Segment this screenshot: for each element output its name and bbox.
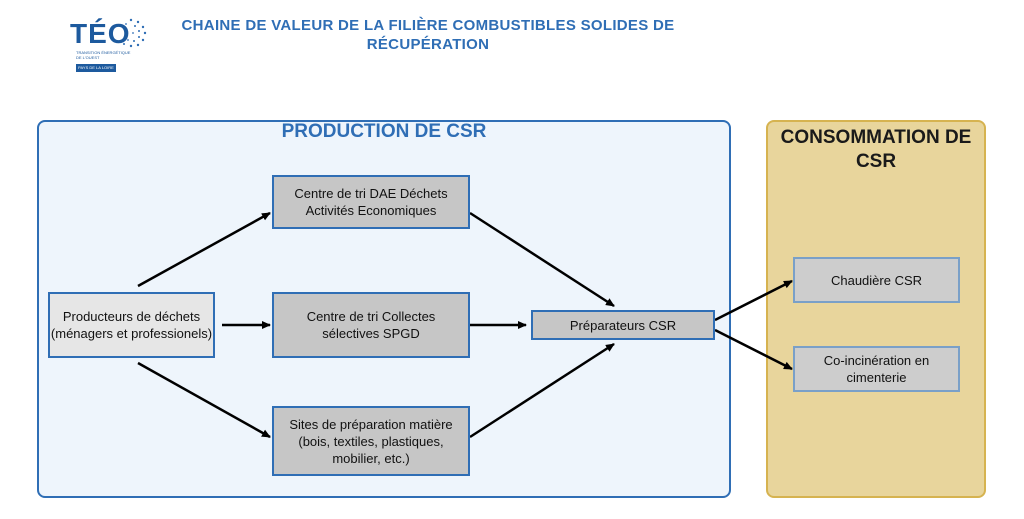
producers-box: Producteurs de déchets (ménagers et prof… — [48, 292, 215, 358]
preparateurs-label: Préparateurs CSR — [569, 317, 677, 333]
sites-preparation-label: Sites de préparation matière (bois, text… — [289, 416, 453, 466]
arrow-preparateurs-to-coincineration — [714, 328, 793, 371]
coincineration-label: Co-incinération en cimenterie — [823, 353, 930, 385]
logo-badge: PAYS DE LA LOIRE — [76, 64, 116, 72]
producers-label: Producteurs de déchets (ménagers et prof… — [50, 309, 213, 341]
production-title: PRODUCTION DE CSR — [281, 121, 487, 142]
coincineration-box: Co-incinération en cimenterie — [793, 346, 960, 392]
logo-dots-icon — [123, 18, 147, 48]
arrow-preparateurs-to-chaudiere — [714, 279, 793, 322]
consommation-title: CONSOMMATION DE CSR — [780, 127, 972, 172]
tri-dae-label: Centre de tri DAE Déchets Activités Econ… — [294, 186, 448, 218]
arrow-tri-dae-to-preparateurs — [469, 211, 615, 308]
chaudiere-box: Chaudière CSR — [793, 257, 960, 303]
page-title: CHAINE DE VALEUR DE LA FILIÈRE COMBUSTIB… — [181, 17, 675, 53]
logo-text: TÉO — [70, 18, 131, 49]
tri-dae-box: Centre de tri DAE Déchets Activités Econ… — [272, 175, 470, 229]
sites-preparation-box: Sites de préparation matière (bois, text… — [272, 406, 470, 476]
arrow-producers-to-tri-dae — [137, 211, 271, 288]
tri-collectes-box: Centre de tri Collectes sélectives SPGD — [272, 292, 470, 358]
teo-logo: TÉO TRANSITION ÉNERGÉTIQUE DE L'OUEST PA… — [68, 14, 148, 74]
tri-collectes-label: Centre de tri Collectes sélectives SPGD — [306, 309, 436, 341]
preparateurs-box: Préparateurs CSR — [531, 310, 715, 340]
arrow-producers-to-sites — [137, 361, 271, 439]
consommation-panel — [766, 120, 986, 498]
logo-subtitle: TRANSITION ÉNERGÉTIQUE DE L'OUEST — [76, 50, 131, 60]
arrow-sites-to-preparateurs — [469, 342, 615, 439]
chaudiere-label: Chaudière CSR — [830, 272, 923, 288]
